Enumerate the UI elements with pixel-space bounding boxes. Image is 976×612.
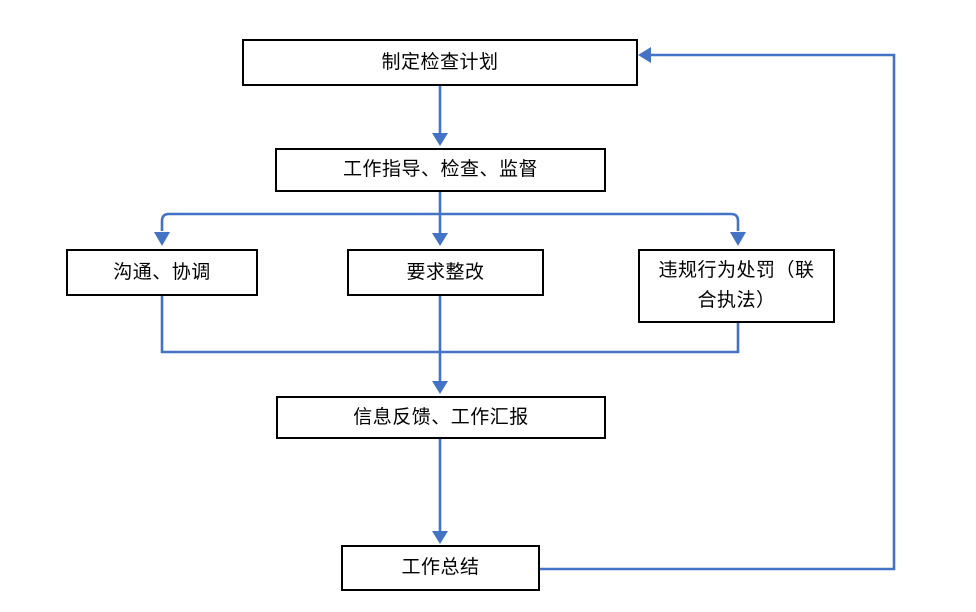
- node-feedback[interactable]: 信息反馈、工作汇报: [276, 396, 606, 439]
- node-summary-label: 工作总结: [401, 557, 480, 578]
- node-communicate[interactable]: 沟通、协调: [66, 249, 258, 296]
- connector-guide-to-communicate: [154, 232, 170, 246]
- connector-plan-to-guide: [432, 86, 448, 146]
- node-rectify-label: 要求整改: [406, 261, 485, 283]
- connector-rectify-to-feedback: [432, 296, 448, 394]
- connector-feedback-to-summary: [432, 439, 448, 544]
- connector-summary-to-plan: [540, 47, 896, 571]
- node-guide-label: 工作指导、检查、监督: [342, 159, 538, 180]
- connector-communicate-to-feedback: [160, 296, 440, 354]
- connector-guide-branch-bus: [160, 192, 740, 231]
- connector-guide-to-penalty: [730, 232, 746, 246]
- node-feedback-label: 信息反馈、工作汇报: [353, 406, 529, 428]
- connector-penalty-to-feedback: [440, 323, 740, 354]
- node-plan[interactable]: 制定检查计划: [242, 39, 638, 86]
- node-guide[interactable]: 工作指导、检查、监督: [275, 148, 606, 192]
- node-rectify[interactable]: 要求整改: [347, 249, 544, 296]
- node-plan-label: 制定检查计划: [381, 51, 499, 73]
- node-penalty-label: 违规行为处罚（联 合执法）: [658, 260, 815, 311]
- node-communicate-label: 沟通、协调: [113, 261, 211, 283]
- node-penalty[interactable]: 违规行为处罚（联 合执法）: [638, 249, 835, 323]
- connector-guide-to-rectify: [432, 214, 448, 246]
- node-summary[interactable]: 工作总结: [341, 545, 540, 591]
